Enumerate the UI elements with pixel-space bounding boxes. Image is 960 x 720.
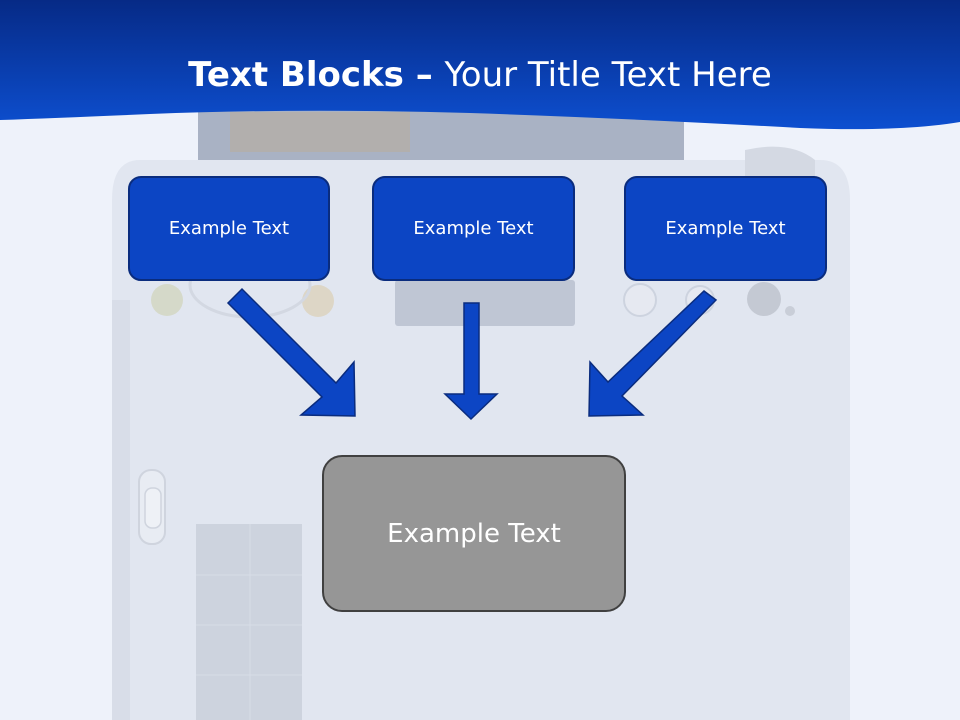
header-band (0, 0, 960, 130)
title-bold-part: Text Blocks (188, 55, 404, 95)
text-block-1-label: Example Text (168, 218, 290, 239)
text-block-3-label: Example Text (665, 218, 786, 239)
text-block-2[interactable]: Example Text (372, 176, 575, 281)
target-text-block-label: Example Text (387, 518, 561, 549)
arrow-left-icon (226, 287, 356, 417)
target-text-block[interactable]: Example Text (322, 455, 626, 612)
text-block-2-label: Example Text (413, 218, 534, 239)
title-rest-part: Your Title Text Here (444, 55, 772, 95)
text-block-3[interactable]: Example Text (624, 176, 827, 281)
arrow-right-icon (588, 290, 718, 417)
arrow-center-icon (443, 302, 499, 421)
slide-title: Text Blocks – Your Title Text Here (0, 54, 960, 96)
title-separator: – (403, 55, 445, 95)
text-block-1[interactable]: Example Text (128, 176, 330, 281)
